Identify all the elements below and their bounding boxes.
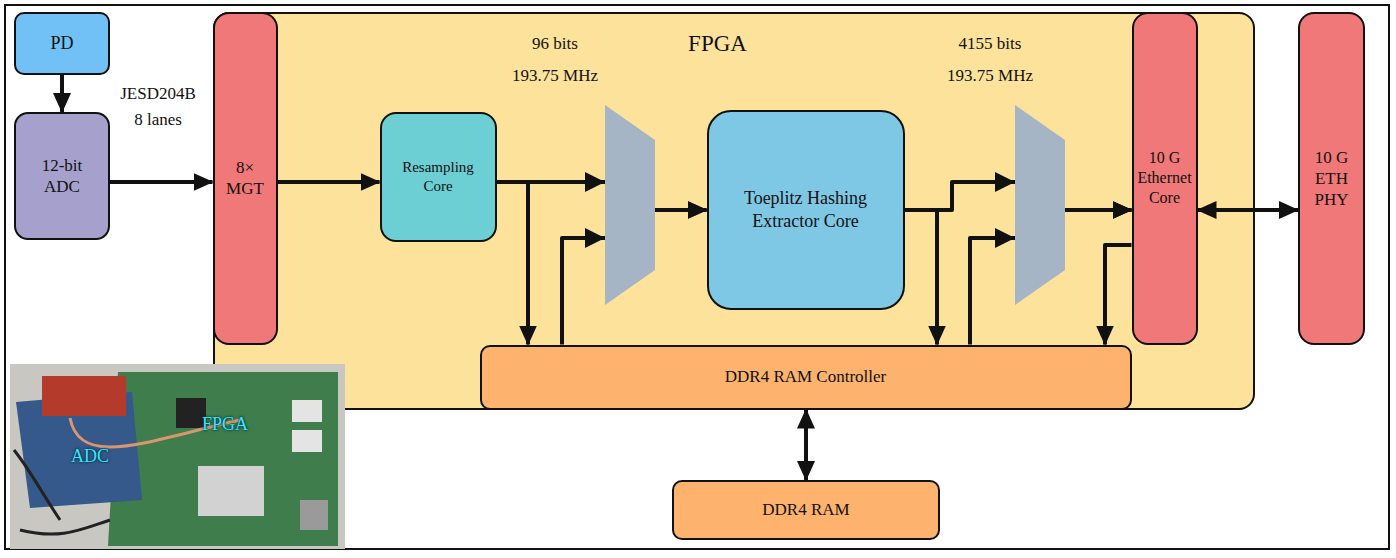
box-label: Resampling Core <box>391 158 486 196</box>
signal-label: 8 lanes <box>134 110 182 130</box>
box-label: 8× MGT <box>225 157 265 200</box>
heatsink <box>198 466 264 516</box>
box-label: DDR4 RAM Controller <box>725 366 887 387</box>
signal-label: 4155 bits <box>959 34 1022 54</box>
data-path <box>804 410 808 481</box>
data-path <box>110 180 213 184</box>
multiplexer <box>605 105 655 305</box>
sfp-port <box>292 400 322 422</box>
signal-label: 96 bits <box>532 34 578 54</box>
box-label: Toeplitz Hashing Extractor Core <box>720 187 892 232</box>
photo-label: ADC <box>71 446 109 467</box>
fpga-board <box>108 372 338 546</box>
process-box: Toeplitz Hashing Extractor Core <box>707 110 905 310</box>
data-path <box>1198 208 1299 212</box>
fan <box>176 398 206 428</box>
box-label: PD <box>50 32 73 55</box>
process-box: Resampling Core <box>380 112 497 242</box>
photo-background <box>10 364 345 549</box>
box-label: 12-bit ADC <box>32 155 92 198</box>
multiplexer <box>1015 105 1065 305</box>
signal-label: 193.75 MHz <box>512 66 598 86</box>
sensor-box: PD <box>14 12 110 75</box>
memory-box: DDR4 RAM <box>672 480 940 540</box>
controller-box: DDR4 RAM Controller <box>480 345 1132 410</box>
signal-label: 193.75 MHz <box>947 66 1033 86</box>
port <box>300 500 328 530</box>
region-title: FPGA <box>688 30 747 59</box>
adc-box: 12-bit ADC <box>14 112 110 240</box>
signal-label: JESD204B <box>120 84 196 104</box>
sfp-port <box>292 430 322 452</box>
phy-box: 10 G ETH PHY <box>1298 12 1365 345</box>
ethernet-box: 10 G Ethernet Core <box>1132 12 1198 345</box>
cable <box>14 450 60 520</box>
data-path <box>278 180 380 184</box>
connector-block <box>42 376 126 416</box>
box-label: DDR4 RAM <box>762 499 849 520</box>
box-label: 10 G Ethernet Core <box>1137 148 1193 208</box>
box-label: 10 G ETH PHY <box>1309 147 1354 211</box>
cable <box>20 520 110 534</box>
transceiver-box: 8× MGT <box>213 12 278 345</box>
photo-label: FPGA <box>202 414 248 435</box>
data-path <box>60 75 64 112</box>
